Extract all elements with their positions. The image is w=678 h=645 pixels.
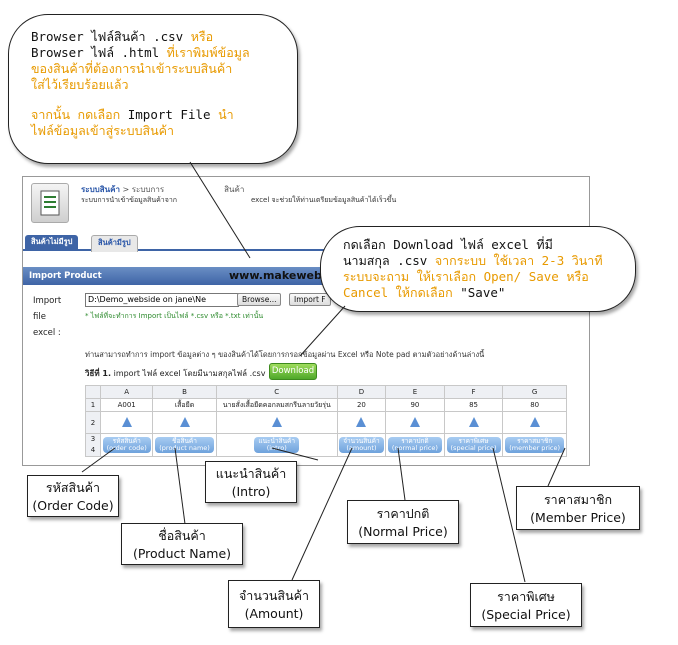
pill-th: ชื่อสินค้า: [172, 437, 197, 445]
label-amount: จำนวนสินค้า (Amount): [228, 580, 320, 628]
label-th: แนะนำสินค้า: [215, 466, 287, 481]
row-number: 3: [90, 435, 96, 443]
row-number: 2: [85, 411, 101, 434]
pill-en: (product name): [159, 444, 210, 452]
field-pill: ราคาสมาชิก(member price): [505, 437, 565, 453]
instruction-text: ท่านสามารถทำการ import ข้อมูลต่าง ๆ ของส…: [85, 350, 485, 359]
callout-text: นามสกุล .csv: [343, 253, 428, 268]
pill-th: แนะนำสินค้า: [258, 437, 296, 445]
import-label: file: [33, 312, 46, 322]
pill-th: รหัสสินค้า: [112, 437, 141, 445]
callout-text: นำ: [210, 107, 234, 122]
callout-text: จากนั้น กดเลือก: [31, 107, 128, 122]
arrow-up-icon: [529, 416, 540, 427]
pill-th: ราคาปกติ: [401, 437, 429, 445]
pill-en: (special price): [450, 444, 497, 452]
callout-text: Browser ไฟล์ .html: [31, 45, 160, 60]
breadcrumb: สินค้า: [224, 185, 245, 194]
label-en: (Member Price): [530, 510, 626, 525]
browse-button[interactable]: Browse...: [237, 293, 282, 306]
page-description: excel จะช่วยให้ท่านเตรียมข้อมูลสินค้าได้…: [251, 196, 397, 204]
arrow-up-icon: [356, 416, 367, 427]
section-title: Import Product: [29, 271, 102, 281]
callout-browse-import: Browser ไฟล์สินค้า .csv หรือ Browser ไฟล…: [8, 14, 298, 164]
arrow-up-icon: [179, 416, 190, 427]
arrow-up-icon: [409, 416, 420, 427]
row-number: 4: [90, 446, 96, 454]
tab-with-image[interactable]: สินค้ามีรูป: [91, 235, 138, 252]
pill-th: จำนวนสินค้า: [343, 437, 380, 445]
callout-text: หรือ: [183, 29, 214, 44]
product-icon: [31, 183, 69, 223]
label-en: (Product Name): [132, 546, 232, 561]
arrow-up-icon: [271, 416, 282, 427]
callout-text: จากระบบ ใช้เวลา 2-3 วินาที: [427, 253, 603, 268]
arrow-up-icon: [468, 416, 479, 427]
breadcrumb: > ระบบการ: [119, 185, 165, 194]
label-en: (Amount): [244, 606, 304, 621]
import-label: Import: [33, 296, 62, 306]
field-pill: ราคาพิเศษ(special price): [446, 437, 501, 453]
callout-download: กดเลือก Download ไฟล์ excel ที่มี นามสกุ…: [320, 226, 636, 312]
pill-en: (amount): [346, 444, 377, 452]
arrow-up-icon: [121, 416, 132, 427]
import-label: excel :: [33, 328, 61, 338]
label-product-name: ชื่อสินค้า (Product Name): [121, 523, 243, 565]
label-th: ราคาสมาชิก: [543, 492, 613, 507]
site-name: www.makewebeas: [229, 269, 344, 282]
callout-text: Import File: [127, 107, 211, 122]
callout-text: ไฟล์ข้อมูลเข้าสู่ระบบสินค้า: [31, 123, 175, 138]
label-en: (Special Price): [481, 607, 571, 622]
label-th: ชื่อสินค้า: [158, 528, 206, 543]
label-th: ราคาปกติ: [376, 506, 430, 521]
field-pill: จำนวนสินค้า(amount): [339, 437, 384, 453]
label-special-price: ราคาพิเศษ (Special Price): [470, 583, 582, 627]
pill-en: (intro): [266, 444, 287, 452]
label-th: จำนวนสินค้า: [238, 588, 309, 603]
label-member-price: ราคาสมาชิก (Member Price): [516, 486, 640, 530]
callout-text: ที่เราพิมพ์ข้อมูล: [159, 45, 250, 60]
pill-en: (order code): [106, 444, 147, 452]
import-product-screenshot: ระบบสินค้า > ระบบการ สินค้า ระบบการนำเข้า…: [22, 176, 590, 466]
method-text: import ไฟล์ excel โดยมีนามสกุลไฟล์ .csv: [111, 369, 266, 378]
label-th: รหัสสินค้า: [45, 480, 101, 495]
method-label: วิธีที่ 1.: [85, 369, 112, 378]
callout-text: ใส่ไว้เรียบร้อยแล้ว: [31, 77, 129, 92]
callout-text: ของสินค้าที่ต้องการนำเข้าระบบสินค้า: [31, 61, 233, 76]
callout-text: Cancel ให้กดเลือก: [343, 285, 461, 300]
label-en: (Normal Price): [358, 524, 448, 539]
page-description: ระบบการนำเข้าข้อมูลสินค้าจาก: [81, 196, 177, 204]
pill-en: (member price): [509, 444, 561, 452]
callout-text: "Save": [460, 285, 506, 300]
field-pill: แนะนำสินค้า(intro): [254, 437, 300, 453]
excel-sample-table: A B C D E F G 1 A001 เสื้อยืด นายสั่งเสื…: [85, 385, 567, 457]
column-header: D: [336, 385, 387, 399]
breadcrumb-link[interactable]: ระบบสินค้า: [81, 185, 120, 194]
pill-th: ราคาพิเศษ: [458, 437, 489, 445]
callout-text: ระบบจะถาม ให้เราเลือก Open/ Save หรือ: [343, 269, 589, 284]
label-intro: แนะนำสินค้า (Intro): [205, 461, 297, 503]
pill-th: ราคาสมาชิก: [516, 437, 553, 445]
callout-text: Browser ไฟล์สินค้า .csv: [31, 29, 184, 44]
field-pill: ราคาปกติ(normal price): [387, 437, 442, 453]
pill-en: (normal price): [391, 444, 438, 452]
label-en: (Intro): [231, 484, 271, 499]
label-normal-price: ราคาปกติ (Normal Price): [347, 500, 459, 544]
file-note: * ไฟล์ที่จะทำการ Import เป็นไฟล์ *.csv ห…: [85, 312, 264, 320]
field-pill: รหัสสินค้า(order code): [102, 437, 151, 453]
field-pill: ชื่อสินค้า(product name): [155, 437, 214, 453]
tab-no-image[interactable]: สินค้าไม่มีรูป: [25, 235, 79, 251]
label-th: ราคาพิเศษ: [497, 589, 555, 604]
callout-text: กดเลือก Download ไฟล์ excel ที่มี: [343, 237, 553, 252]
download-button[interactable]: Download: [269, 363, 317, 380]
label-order-code: รหัสสินค้า (Order Code): [27, 475, 119, 517]
label-en: (Order Code): [32, 498, 114, 513]
